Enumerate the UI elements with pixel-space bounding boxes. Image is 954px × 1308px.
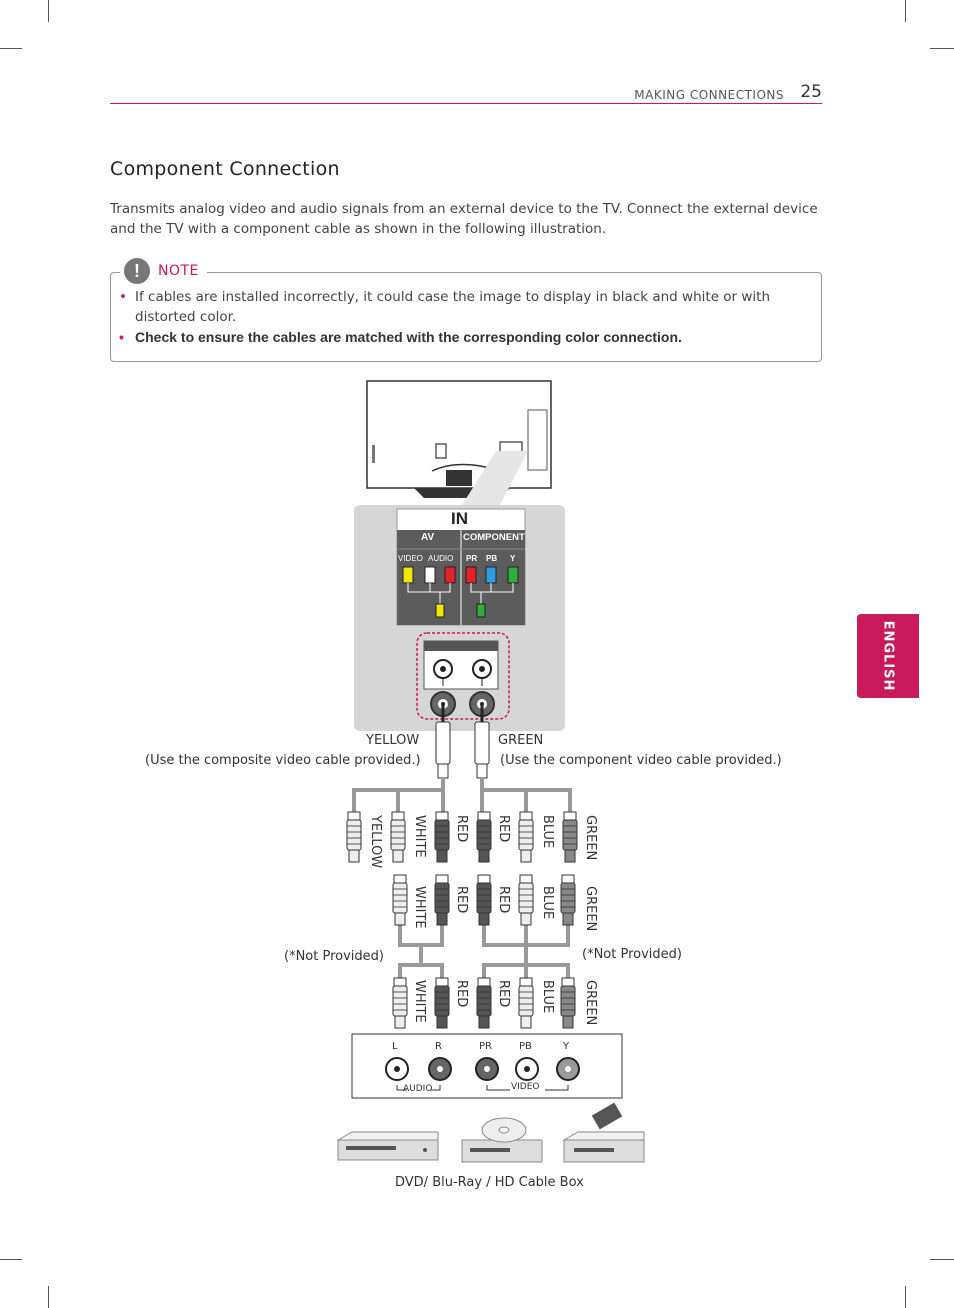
cable-box-icon <box>562 1102 645 1163</box>
plug-label: BLUE <box>540 815 555 849</box>
note-box <box>110 272 822 362</box>
note-list: •If cables are installed incorrectly, it… <box>119 287 809 347</box>
yellow-cable-label: YELLOW <box>366 733 420 748</box>
plug-label: WHITE <box>412 886 427 929</box>
header-rule <box>110 103 822 104</box>
crop-mark <box>905 0 906 22</box>
component-cable-note: (Use the component video cable provided.… <box>500 753 782 768</box>
in-label: IN <box>451 509 468 528</box>
tv-input-panel <box>396 508 526 626</box>
plug-label: WHITE <box>412 815 427 858</box>
crop-mark <box>930 1259 954 1260</box>
tv-rear-illustration <box>366 380 552 505</box>
port-label-l: L <box>392 1041 398 1052</box>
plug-label: RED <box>454 815 469 843</box>
main-cable-plugs <box>435 721 490 779</box>
note-item: •If cables are installed incorrectly, it… <box>119 289 771 325</box>
page-number: 25 <box>800 82 822 102</box>
plug-label: BLUE <box>540 980 555 1014</box>
intro-paragraph: Transmits analog video and audio signals… <box>110 201 818 237</box>
dvd-player-icon <box>336 1131 439 1161</box>
not-provided-right: (*Not Provided) <box>582 947 682 962</box>
pr-port-label: PR <box>466 554 478 563</box>
green-cable-label: GREEN <box>498 733 544 748</box>
crop-mark <box>0 48 22 49</box>
crop-mark <box>905 1286 906 1308</box>
bullet-icon: • <box>119 289 127 305</box>
pb-port-label: PB <box>486 554 498 563</box>
video-group-label: VIDEO <box>511 1082 540 1092</box>
crop-mark <box>930 48 954 49</box>
plug-label: GREEN <box>583 886 598 932</box>
bluray-player-icon <box>461 1117 543 1163</box>
exclamation-icon: ! <box>124 258 150 284</box>
plug-label: RED <box>454 886 469 914</box>
audio-port-label: AUDIO <box>428 554 454 563</box>
page-header: MAKING CONNECTIONS 25 <box>110 82 822 104</box>
port-label-pr: PR <box>479 1041 492 1052</box>
audio-group-label: AUDIO <box>403 1084 433 1094</box>
plug-label: GREEN <box>583 980 598 1026</box>
plug-label: RED <box>496 980 511 1008</box>
device-panel <box>351 1033 623 1099</box>
language-tab: ENGLISH <box>857 614 919 698</box>
port-label-r: R <box>435 1041 442 1052</box>
plug-label: RED <box>496 815 511 843</box>
y-port-label: Y <box>510 554 516 563</box>
cable-wires <box>352 778 572 978</box>
video-port-label: VIDEO <box>398 554 423 563</box>
not-provided-left: (*Not Provided) <box>284 949 384 964</box>
note-label: NOTE <box>158 263 199 279</box>
bullet-icon: • <box>119 329 124 345</box>
crop-mark <box>48 1286 49 1308</box>
plug-label: YELLOW <box>368 815 383 869</box>
plug-label: GREEN <box>583 815 598 861</box>
composite-cable-note: (Use the composite video cable provided.… <box>145 753 421 768</box>
port-label-pb: PB <box>519 1041 532 1052</box>
page-title: Component Connection <box>110 158 340 180</box>
devices-caption: DVD/ Blu-Ray / HD Cable Box <box>395 1175 584 1190</box>
plug-label: BLUE <box>540 886 555 920</box>
component-label: COMPONENT <box>463 532 525 543</box>
plug-label: RED <box>454 980 469 1008</box>
note-item: •Check to ensure the cables are matched … <box>119 329 682 345</box>
note-badge: ! NOTE <box>120 258 207 284</box>
crop-mark <box>0 1259 22 1260</box>
port-label-y: Y <box>563 1041 570 1052</box>
plug-label: RED <box>496 886 511 914</box>
av-label: AV <box>421 532 435 543</box>
zoomed-jacks <box>416 632 510 722</box>
section-title: MAKING CONNECTIONS <box>634 88 784 102</box>
plug-label: WHITE <box>412 980 427 1023</box>
crop-mark <box>48 0 49 22</box>
